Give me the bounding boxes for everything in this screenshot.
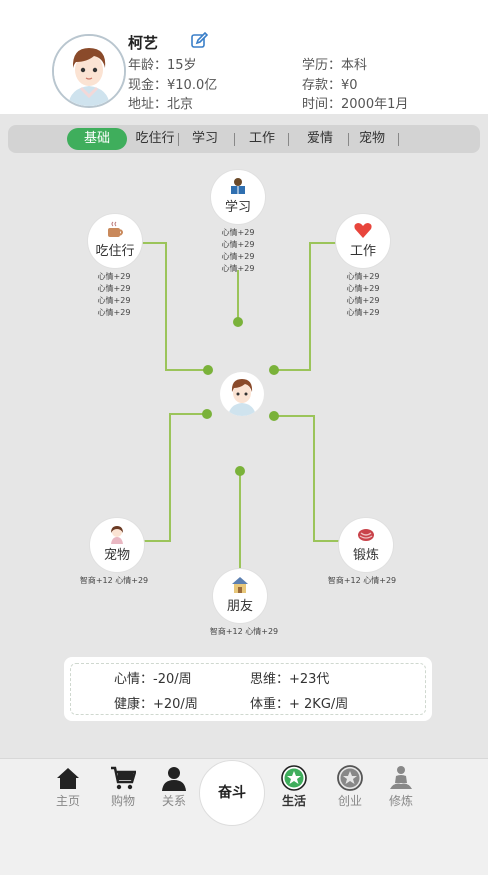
cart-icon <box>111 766 136 790</box>
edit-icon[interactable] <box>190 32 208 50</box>
nav-home-label: 主页 <box>55 794 80 808</box>
node-study[interactable]: 学习 <box>211 170 265 224</box>
player-name: 柯艺 <box>128 34 159 52</box>
meat-icon <box>358 529 374 541</box>
tab-divider <box>288 133 289 146</box>
pet-girl-icon <box>111 526 123 544</box>
nav-relation-label: 关系 <box>161 794 186 808</box>
node-pet-label: 宠物 <box>103 548 130 563</box>
home-icon <box>57 768 79 789</box>
star-badge-icon <box>337 765 363 791</box>
star-badge-icon <box>281 765 307 791</box>
coffee-cup-icon <box>108 221 123 237</box>
strive-button[interactable]: 奋斗 <box>199 760 265 826</box>
nav-life[interactable]: 生活 <box>271 765 317 809</box>
node-living-label: 吃住行 <box>95 244 135 259</box>
nav-home[interactable]: 主页 <box>45 765 91 809</box>
nav-business[interactable]: 创业 <box>327 765 373 809</box>
house-icon <box>232 577 248 593</box>
mood-value: 心情：-20/周 <box>114 672 192 687</box>
tab-basic[interactable]: 基础 <box>67 128 127 150</box>
profile-header: 柯艺 年龄：15岁 现金：¥10.0亿 地址：北京 学历：本科 存款：¥0 时间… <box>0 0 488 114</box>
center-avatar[interactable] <box>220 372 264 416</box>
nav-relation[interactable]: 关系 <box>151 765 197 809</box>
player-avatar[interactable] <box>52 34 126 108</box>
weight-value: 体重：+ 2KG/周 <box>250 697 349 712</box>
tab-love[interactable]: 爱情 <box>306 131 333 146</box>
address-text: 地址：北京 <box>128 97 194 112</box>
tab-pet[interactable]: 宠物 <box>358 131 385 146</box>
meditation-icon <box>390 766 412 789</box>
cash-text: 现金：¥10.0亿 <box>128 78 218 93</box>
heart-icon <box>354 223 372 238</box>
time-text: 时间：2000年1月 <box>302 97 409 112</box>
category-tabs: 基础 吃住行 学习 工作 爱情 宠物 <box>8 125 480 153</box>
nav-shop[interactable]: 购物 <box>100 765 146 809</box>
nav-business-label: 创业 <box>337 794 362 808</box>
pet-stats: 智商+12 心情+29 <box>79 576 149 585</box>
node-work[interactable]: 工作 <box>336 214 390 268</box>
nav-cultivate[interactable]: 修炼 <box>378 765 424 809</box>
tab-divider <box>178 133 179 146</box>
node-study-label: 学习 <box>224 200 251 215</box>
tab-divider <box>234 133 235 146</box>
thinking-value: 思维：+23代 <box>250 672 330 687</box>
book-reading-icon <box>231 178 245 194</box>
person-icon <box>162 767 186 791</box>
node-living[interactable]: 吃住行 <box>88 214 142 268</box>
node-pet[interactable]: 宠物 <box>90 518 144 572</box>
node-friend[interactable]: 朋友 <box>213 569 267 623</box>
nav-shop-label: 购物 <box>110 794 135 808</box>
nav-life-label: 生活 <box>281 794 306 808</box>
tab-work[interactable]: 工作 <box>248 131 275 146</box>
tab-study[interactable]: 学习 <box>191 131 218 146</box>
exercise-stats: 智商+12 心情+29 <box>327 576 397 585</box>
age-text: 年龄：15岁 <box>128 58 197 73</box>
node-friend-label: 朋友 <box>226 599 253 614</box>
node-exercise[interactable]: 锻炼 <box>339 518 393 572</box>
education-text: 学历：本科 <box>302 58 368 73</box>
savings-text: 存款：¥0 <box>302 78 358 93</box>
nav-cultivate-label: 修炼 <box>388 794 413 808</box>
weekly-summary-panel: 心情：-20/周 思维：+23代 健康：+20/周 体重：+ 2KG/周 <box>64 657 432 721</box>
friend-stats: 智商+12 心情+29 <box>209 627 279 636</box>
node-work-label: 工作 <box>349 244 376 259</box>
tab-living[interactable]: 吃住行 <box>135 131 175 146</box>
tab-divider <box>398 133 399 146</box>
node-exercise-label: 锻炼 <box>352 548 379 563</box>
tab-divider <box>348 133 349 146</box>
health-value: 健康：+20/周 <box>114 697 198 712</box>
